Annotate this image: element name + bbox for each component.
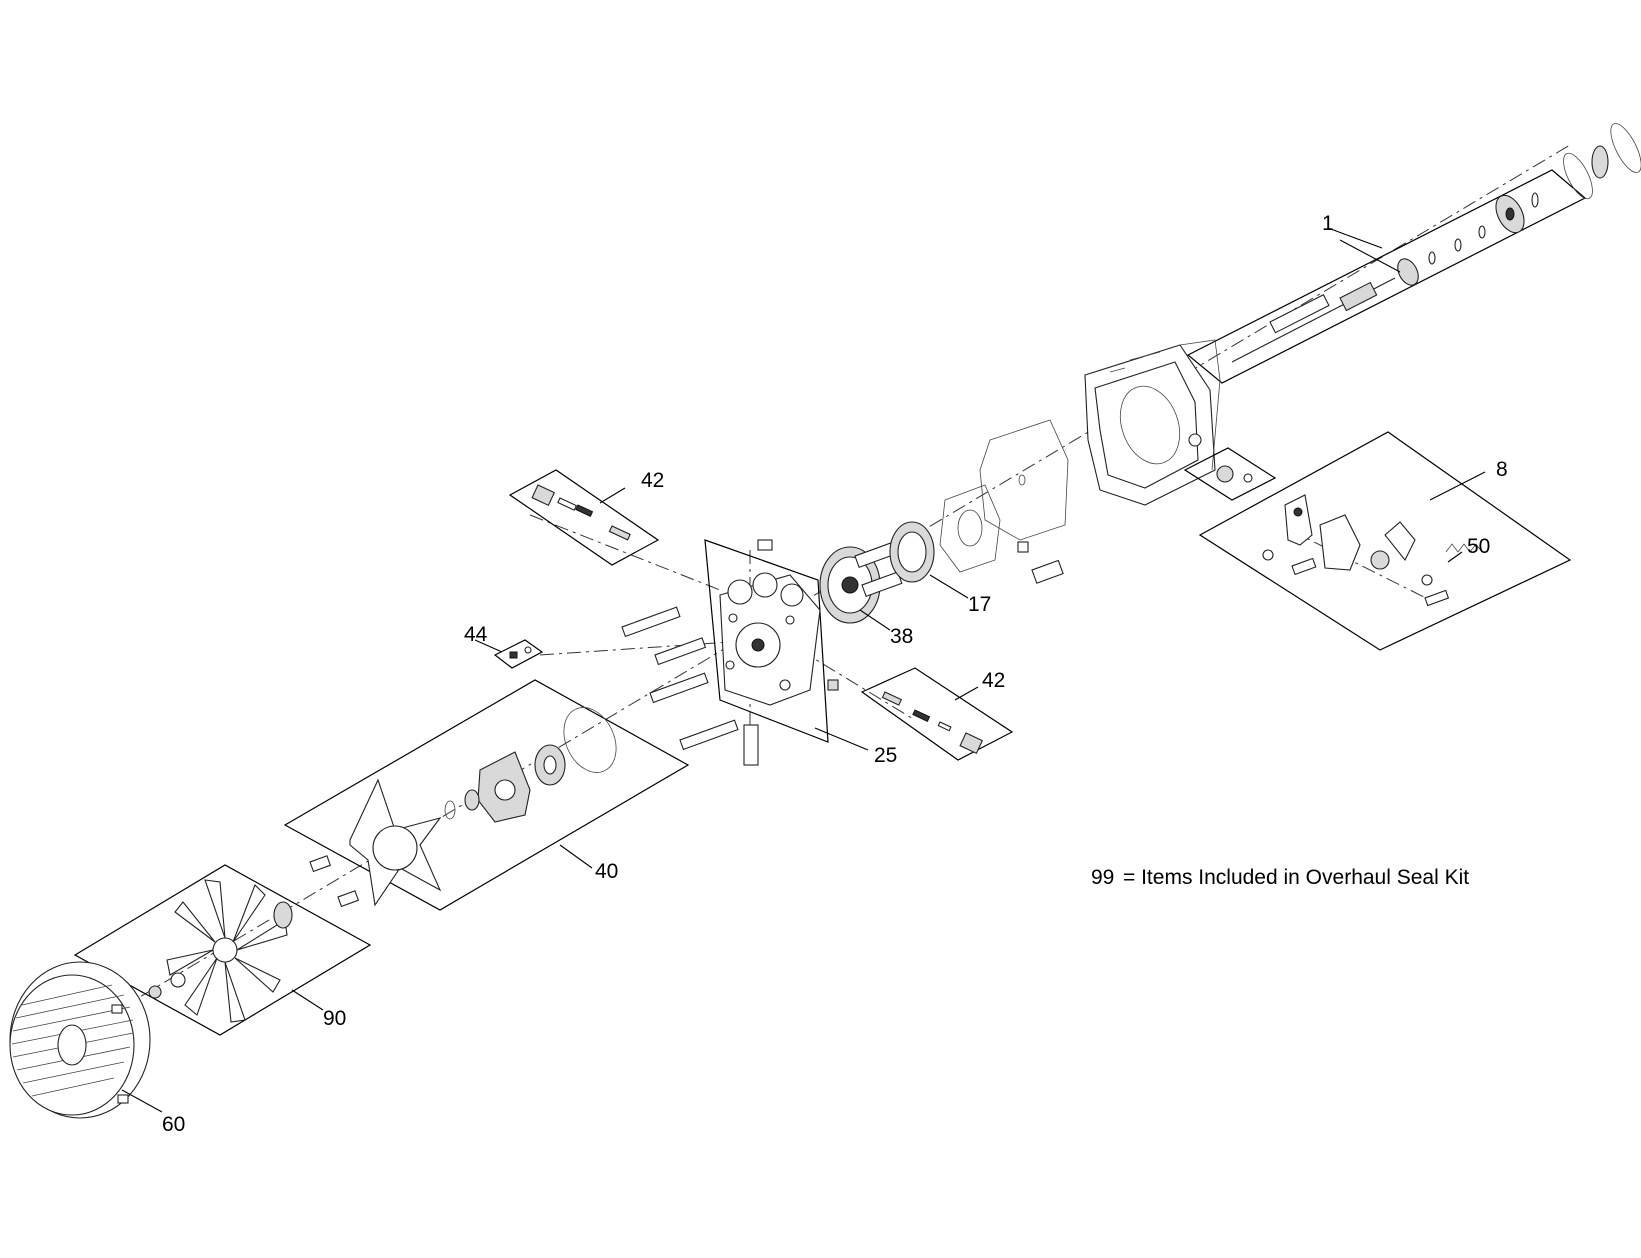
callout-1: 1 xyxy=(1322,212,1334,235)
callout-42-upper: 42 xyxy=(641,469,664,492)
note-text: = Items Included in Overhaul Seal Kit xyxy=(1123,866,1469,889)
kit-1-input-shaft xyxy=(1186,123,1641,384)
callout-38: 38 xyxy=(890,625,913,648)
cylinder-block-38 xyxy=(819,542,903,624)
kit-42-lower-valve xyxy=(860,667,1014,761)
callout-60: 60 xyxy=(162,1113,185,1136)
callout-50: 50 xyxy=(1467,535,1490,558)
callout-17: 17 xyxy=(968,593,991,616)
main-housing xyxy=(1084,339,1221,506)
callout-40: 40 xyxy=(595,860,618,883)
kit-8-control-lever xyxy=(1198,431,1572,651)
callout-42-lower: 42 xyxy=(982,669,1005,692)
bearing-kit-box xyxy=(1183,447,1277,501)
swashplate-housing xyxy=(939,484,1064,584)
swashplate-bearing-17 xyxy=(889,521,935,583)
seal-kit-note: 99 = Items Included in Overhaul Seal Kit xyxy=(1091,866,1469,889)
callout-90: 90 xyxy=(323,1007,346,1030)
callout-44: 44 xyxy=(464,623,488,646)
fan-guard-60 xyxy=(9,961,151,1119)
bolts xyxy=(621,606,739,751)
callout-labels: 1 8 50 42 17 38 44 42 25 40 90 60 xyxy=(162,212,1508,1136)
callout-25: 25 xyxy=(874,744,897,767)
kit-40-charge-pump xyxy=(283,679,690,911)
gasket xyxy=(979,419,1069,541)
note-number: 99 xyxy=(1091,866,1114,889)
kit-44-plug xyxy=(493,639,544,669)
kit-42-upper-valve xyxy=(508,469,660,566)
center-section-25 xyxy=(704,539,839,766)
kit-90-fan xyxy=(73,864,372,1036)
callout-8: 8 xyxy=(1496,458,1508,481)
leader-lines xyxy=(121,227,1486,1113)
